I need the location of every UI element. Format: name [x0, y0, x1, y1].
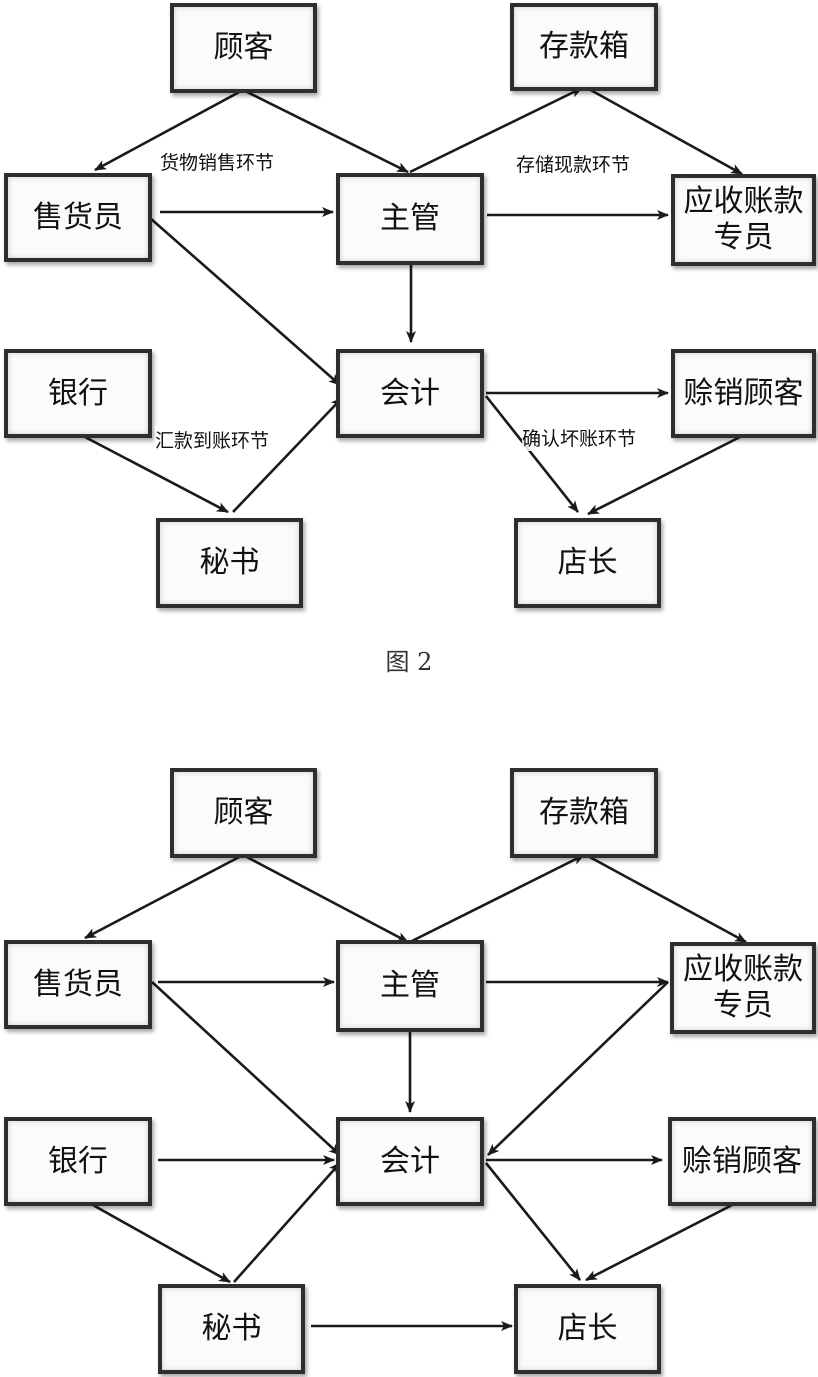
edge-salesperson-to-accountant — [151, 981, 341, 1156]
node-bank: 银行 — [4, 349, 152, 438]
edge-deposit-box-to-ar-clerk — [586, 86, 743, 176]
edge-accountant-to-store-manager — [484, 1162, 582, 1281]
label-deposit-cycle: 存储现款环节 — [516, 150, 631, 177]
node-secretary: 秘书 — [158, 1284, 305, 1374]
node-deposit-box: 存款箱 — [510, 768, 658, 858]
edge-accountant-to-store-manager — [484, 395, 580, 513]
figure-caption: 图 2 — [385, 648, 433, 676]
label-bad-debt-cycle: 确认坏账环节 — [522, 424, 637, 451]
edge-supervisor-to-deposit-box — [409, 853, 585, 944]
node-store-manager: 店长 — [514, 518, 661, 608]
node-accountant: 会计 — [336, 1117, 484, 1206]
edge-customer-to-salesperson — [94, 88, 244, 172]
edge-customer-to-supervisor — [242, 853, 409, 944]
edge-credit-customer-to-store-manager — [585, 1200, 739, 1282]
edge-credit-customer-to-store-manager — [587, 435, 741, 516]
node-supervisor: 主管 — [336, 173, 484, 265]
edge-bank-to-secretary — [84, 435, 229, 514]
node-secretary: 秘书 — [156, 518, 303, 608]
edge-supervisor-to-deposit-box — [409, 86, 583, 174]
node-customer: 顾客 — [170, 768, 317, 858]
node-supervisor: 主管 — [336, 940, 484, 1032]
node-credit-customer: 赊销顾客 — [671, 349, 816, 438]
edges-figure-1 — [84, 86, 743, 516]
edge-customer-to-salesperson — [84, 853, 244, 940]
edge-secretary-to-accountant — [233, 1162, 341, 1283]
node-salesperson: 售货员 — [4, 173, 152, 262]
node-bank: 银行 — [4, 1117, 152, 1206]
node-store-manager: 店长 — [514, 1284, 661, 1374]
node-salesperson: 售货员 — [4, 940, 152, 1029]
node-ar-clerk: 应收账款 专员 — [671, 174, 816, 266]
edge-bank-to-secretary — [83, 1198, 231, 1284]
edge-deposit-box-to-ar-clerk — [585, 853, 747, 944]
flowchart-figure-2: 顾客 存款箱 售货员 主管 应收账款 专员 银行 会计 赊销顾客 秘书 店长 — [0, 760, 818, 1377]
node-deposit-box: 存款箱 — [510, 3, 658, 91]
edge-customer-to-supervisor — [242, 88, 409, 174]
label-sales-cycle: 货物销售环节 — [160, 148, 275, 175]
edge-salesperson-to-accountant — [149, 217, 341, 386]
node-accountant: 会计 — [336, 349, 484, 438]
edge-secretary-to-accountant — [232, 397, 343, 513]
label-remittance-cycle: 汇款到账环节 — [155, 426, 270, 453]
edge-ar-clerk-to-accountant — [487, 981, 669, 1156]
flowchart-figure-1: 顾客 存款箱 售货员 主管 应收账款 专员 银行 会计 赊销顾客 秘书 店长 货… — [0, 0, 818, 612]
node-customer: 顾客 — [170, 3, 317, 93]
node-credit-customer: 赊销顾客 — [668, 1117, 816, 1206]
edges-figure-2 — [83, 853, 747, 1331]
node-ar-clerk: 应收账款 专员 — [670, 942, 816, 1034]
